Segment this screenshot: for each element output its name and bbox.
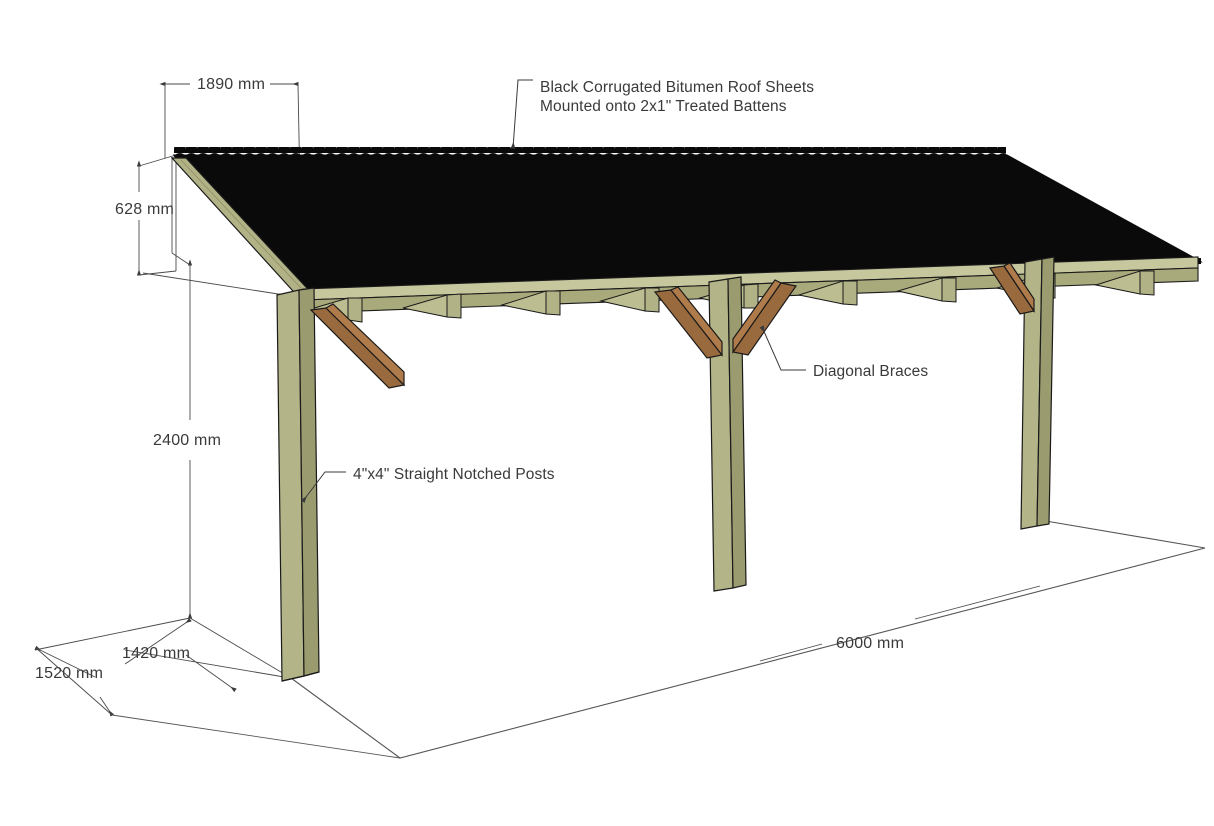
post-left (276, 287, 320, 682)
dimension-label-post-height: 2400 mm (153, 432, 222, 449)
annotation-leader-lines (300, 79, 806, 503)
dimension-label-base-width: 1520 mm (35, 665, 104, 682)
dimension-post-height (34, 157, 292, 679)
post-middle (708, 276, 747, 592)
dimension-label-roof-rise: 628 mm (115, 201, 174, 218)
dimension-label-roof-depth: 1890 mm (197, 76, 266, 93)
annotation-roof-sheets-line2: Mounted onto 2x1" Treated Battens (540, 98, 787, 115)
annotation-notched-posts: 4"x4" Straight Notched Posts (353, 465, 555, 484)
dimension-base-width (34, 645, 401, 759)
post-right (1020, 256, 1055, 530)
dimension-roof-rise (136, 154, 177, 276)
dimension-base-depth (124, 617, 291, 693)
annotation-roof-sheets-line1: Black Corrugated Bitumen Roof Sheets (540, 79, 815, 96)
dimension-overall-length (759, 585, 1041, 662)
diagonal-braces (309, 262, 1035, 389)
four-by-four-treated-posts (276, 256, 1055, 682)
annotation-notched-posts-line1: 4"x4" Straight Notched Posts (353, 466, 555, 483)
ground-plane-outline (290, 518, 1206, 759)
annotation-roof-sheets: Black Corrugated Bitumen Roof Sheets Mou… (540, 78, 814, 116)
dimension-label-base-depth: 1420 mm (122, 645, 191, 662)
annotation-diagonal-braces-line1: Diagonal Braces (813, 363, 929, 380)
dimension-label-overall-length: 6000 mm (836, 635, 905, 652)
annotation-diagonal-braces: Diagonal Braces (813, 362, 928, 381)
